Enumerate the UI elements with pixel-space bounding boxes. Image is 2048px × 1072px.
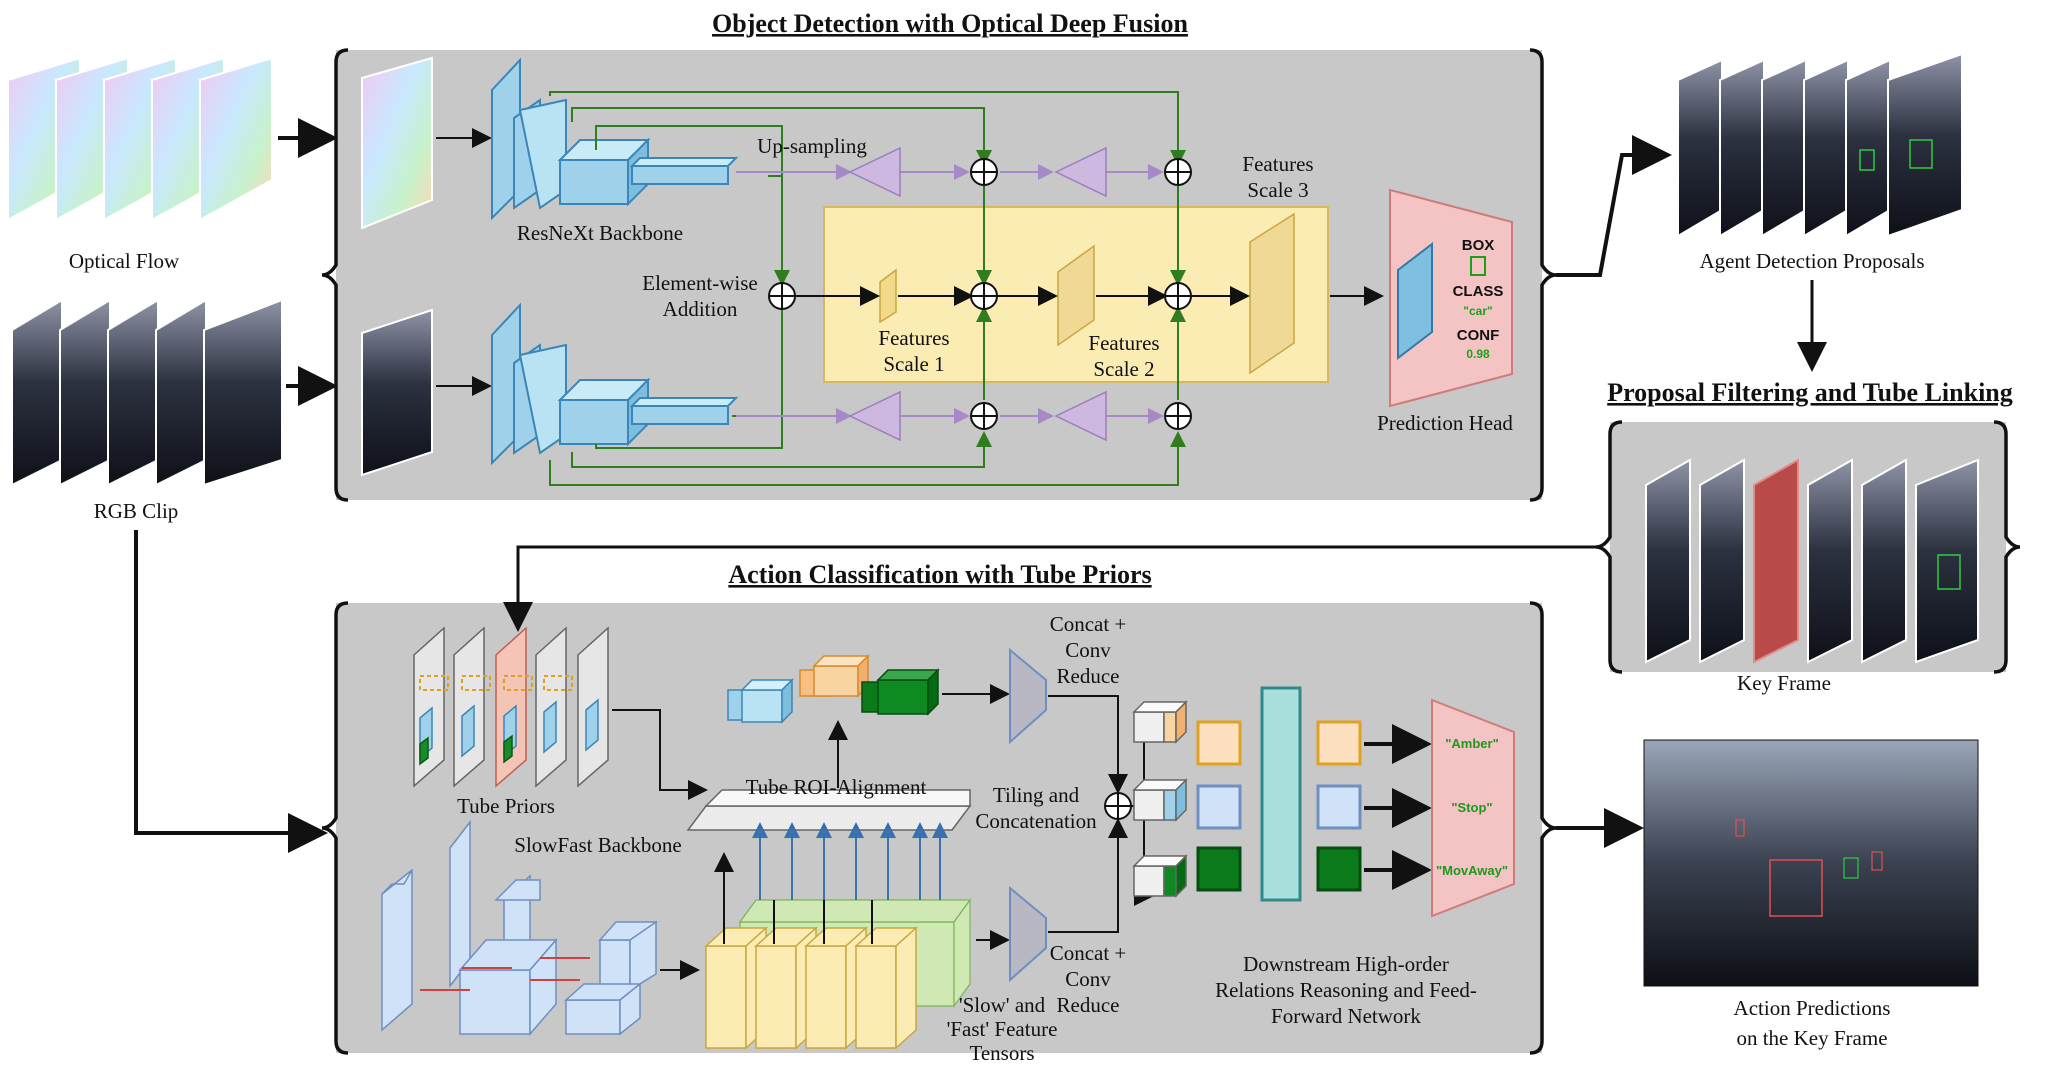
head-conf-label: CONF bbox=[1457, 327, 1500, 344]
tube-linking-arrow bbox=[503, 545, 1596, 632]
rgb-clip-stack bbox=[11, 298, 283, 487]
head-box-label: BOX bbox=[1462, 237, 1495, 254]
output-token-green bbox=[1316, 846, 1362, 892]
output-token-blue bbox=[1316, 784, 1362, 830]
features-scale3-label-1: Features bbox=[1242, 152, 1313, 176]
rgb-clip-label: RGB Clip bbox=[94, 499, 179, 523]
agent-proposals-stack bbox=[1677, 52, 1963, 238]
optical-flow-label: Optical Flow bbox=[69, 249, 180, 273]
features-scale2-label-2: Scale 2 bbox=[1093, 357, 1154, 381]
action-predictions-label-1: Action Predictions bbox=[1734, 996, 1891, 1020]
relation-reasoning-block bbox=[1260, 686, 1302, 902]
concat-top-label-3: Reduce bbox=[1057, 664, 1120, 688]
slow-fast-label-3: Tensors bbox=[969, 1041, 1034, 1065]
slow-feature-tensors bbox=[704, 926, 918, 1050]
tiling-label-1: Tiling and bbox=[993, 783, 1080, 807]
head-box-icon bbox=[1470, 256, 1486, 276]
features-scale1-label-2: Scale 1 bbox=[883, 352, 944, 376]
concat-conv-reduce-top bbox=[1009, 647, 1047, 745]
slowfast-label: SlowFast Backbone bbox=[514, 833, 681, 857]
agent-proposals-label: Agent Detection Proposals bbox=[1699, 249, 1924, 273]
action-predictions-image bbox=[1643, 739, 1979, 987]
rgb-to-action-arrow bbox=[134, 530, 328, 853]
concat-top-label-1: Concat + bbox=[1050, 612, 1127, 636]
skip-connections bbox=[549, 91, 1186, 486]
filtering-title: Proposal Filtering and Tube Linking bbox=[1607, 378, 2013, 407]
input-token-blue bbox=[1196, 784, 1242, 830]
key-frame-stack bbox=[1645, 458, 1979, 664]
features-scale1-label-1: Features bbox=[878, 326, 949, 350]
output-token-orange bbox=[1316, 720, 1362, 766]
prediction-head-label: Prediction Head bbox=[1377, 411, 1513, 435]
element-wise-label-2: Addition bbox=[663, 297, 738, 321]
element-wise-label-1: Element-wise bbox=[642, 271, 757, 295]
concat-bottom-label-3: Reduce bbox=[1057, 993, 1120, 1017]
tiled-feature-blocks bbox=[1132, 700, 1188, 898]
concat-bottom-label-1: Concat + bbox=[1050, 941, 1127, 965]
feature-scale2-block bbox=[1057, 244, 1095, 347]
action-predictions-label-2: on the Key Frame bbox=[1736, 1026, 1887, 1050]
roi-feature-blocks bbox=[727, 654, 940, 724]
head-conf-value: 0.98 bbox=[1466, 347, 1490, 361]
feature-scale1-block bbox=[879, 268, 897, 324]
upsampling-label: Up-sampling bbox=[757, 134, 867, 158]
fast-pathway-arrows bbox=[752, 822, 948, 900]
key-frame-label: Key Frame bbox=[1737, 671, 1831, 695]
rgb-frame-thumb bbox=[361, 308, 433, 477]
action-title: Action Classification with Tube Priors bbox=[728, 560, 1151, 589]
input-token-orange bbox=[1196, 720, 1242, 766]
resnext-backbone-top bbox=[491, 57, 739, 221]
resnext-backbone-bottom bbox=[491, 302, 739, 466]
tube-priors-label: Tube Priors bbox=[457, 794, 555, 818]
feature-scale3-block bbox=[1249, 212, 1295, 375]
optical-flow-stack bbox=[7, 56, 273, 222]
detection-title: Object Detection with Optical Deep Fusio… bbox=[712, 9, 1188, 38]
action-label-amber: "Amber" bbox=[1445, 736, 1499, 751]
downstream-label-2: Relations Reasoning and Feed- bbox=[1215, 978, 1477, 1002]
downstream-label-3: Forward Network bbox=[1271, 1004, 1421, 1028]
detection-output-arrow bbox=[1556, 135, 1672, 277]
upsampling-blocks bbox=[848, 146, 1107, 442]
features-scale2-label-1: Features bbox=[1088, 331, 1159, 355]
concat-bottom-label-2: Conv bbox=[1065, 967, 1111, 991]
head-class-value: "car" bbox=[1463, 304, 1492, 318]
roi-alignment-label: Tube ROI-Alignment bbox=[746, 775, 927, 799]
action-label-stop: "Stop" bbox=[1451, 800, 1492, 815]
action-head bbox=[1431, 698, 1515, 918]
slow-fast-label-2: 'Fast' Feature bbox=[947, 1017, 1058, 1041]
slowfast-backbone bbox=[381, 819, 658, 1037]
tiling-label-2: Concatenation bbox=[975, 809, 1097, 833]
upsampling-arrows bbox=[736, 164, 1164, 424]
features-scale3-label-2: Scale 3 bbox=[1247, 178, 1308, 202]
tube-roi-alignment bbox=[686, 805, 972, 831]
input-token-green bbox=[1196, 846, 1242, 892]
prediction-head-feature bbox=[1397, 241, 1433, 361]
backbone-label: ResNeXt Backbone bbox=[517, 221, 683, 245]
downstream-label-1: Downstream High-order bbox=[1243, 952, 1449, 976]
action-label-movaway: "MovAway" bbox=[1436, 863, 1508, 878]
concat-conv-reduce-bottom bbox=[1009, 885, 1047, 983]
concat-top-label-2: Conv bbox=[1065, 638, 1111, 662]
tube-priors-stack bbox=[413, 626, 609, 788]
flow-frame-thumb bbox=[361, 56, 433, 230]
head-class-label: CLASS bbox=[1453, 283, 1504, 300]
prediction-head bbox=[1389, 188, 1513, 408]
slow-fast-label-1: 'Slow' and bbox=[959, 993, 1046, 1017]
